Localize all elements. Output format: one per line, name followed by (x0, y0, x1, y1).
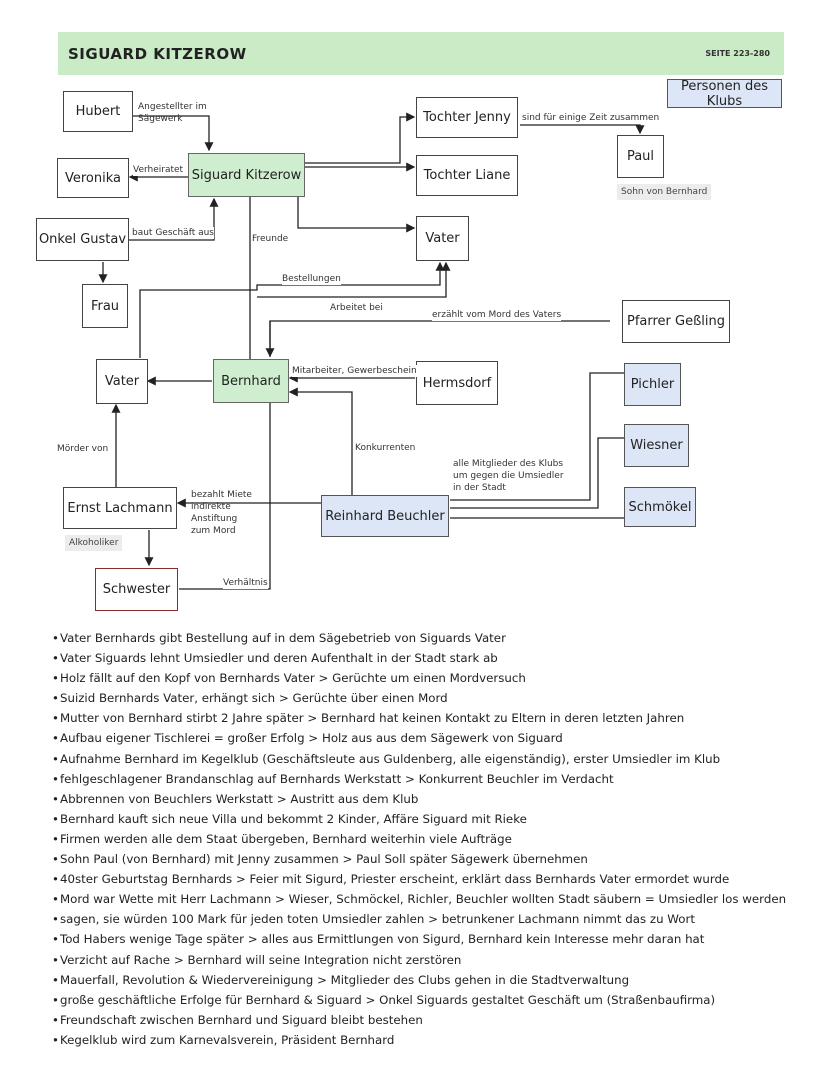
label-verheiratet: Verheiratet (133, 164, 184, 176)
line-sigurd-vater (297, 197, 416, 233)
note-item: 40ster Geburtstag Bernhards > Feier mit … (52, 869, 812, 889)
note-item: sagen, sie würden 100 Mark für jeden tot… (52, 909, 812, 929)
person-veronika: Veronika (57, 158, 129, 198)
note-item: Holz fällt auf den Kopf von Bernhards Va… (52, 668, 812, 688)
tag-alkoholiker: Alkoholiker (65, 535, 123, 551)
person-onkel-gustav: Onkel Gustav (36, 218, 129, 261)
note-item: Suizid Bernhards Vater, erhängt sich > G… (52, 688, 812, 708)
legend-personen-des-klubs: Personen des Klubs (667, 79, 782, 109)
note-item: große geschäftliche Erfolge für Bernhard… (52, 990, 812, 1010)
note-item: Mauerfall, Revolution & Wiedervereinigun… (52, 970, 812, 990)
note-item: Vater Siguards lehnt Umsiedler und deren… (52, 648, 812, 668)
label-freunde: Freunde (252, 233, 289, 245)
label-arbeitet-bei: Arbeitet bei (330, 302, 383, 314)
note-item: Mutter von Bernhard stirbt 2 Jahre späte… (52, 708, 812, 728)
note-item: fehlgeschlagener Brandanschlag auf Bernh… (52, 769, 812, 789)
label-bestellungen: Bestellungen (282, 273, 341, 285)
label-alle-mitglieder: alle Mitglieder des Klubs um gegen die U… (453, 459, 564, 493)
person-frau: Frau (82, 284, 128, 328)
label-erzaehlt: erzählt vom Mord des Vaters (432, 309, 562, 321)
note-item: Abbrennen von Beuchlers Werkstatt > Aust… (52, 789, 812, 809)
note-item: Tod Habers wenige Tage später > alles au… (52, 929, 812, 949)
note-item: Sohn Paul (von Bernhard) mit Jenny zusam… (52, 849, 812, 869)
line-bestellungen (139, 261, 445, 358)
line-pichler (450, 372, 624, 501)
header-banner: SIGUARD KITZEROW SEITE 223-280 (58, 32, 784, 75)
note-item: Firmen werden alle dem Staat übergeben, … (52, 829, 812, 849)
label-konkurrenten: Konkurrenten (355, 442, 416, 454)
line-jenny-paul (520, 124, 645, 135)
person-hubert: Hubert (63, 91, 133, 132)
person-bernhard: Bernhard (213, 359, 289, 403)
person-tochter-liane: Tochter Liane (416, 155, 518, 196)
person-schwester: Schwester (95, 568, 178, 611)
person-hermsdorf: Hermsdorf (416, 361, 498, 405)
label-bezahlt-miete: bezahlt Miete indirekte Anstiftung zum M… (191, 490, 252, 536)
person-paul: Paul (617, 135, 664, 178)
label-baut-geschaeft: baut Geschäft aus (132, 227, 214, 239)
line-konkurrenten (288, 387, 353, 495)
person-reinhard-beuchler: Reinhard Beuchler (321, 495, 449, 537)
label-moerder-von: Mörder von (57, 443, 109, 455)
person-ernst-lachmann: Ernst Lachmann (63, 487, 177, 529)
note-item: Vater Bernhards gibt Bestellung auf in d… (52, 628, 812, 648)
person-vater-bernhard: Vater (96, 359, 148, 404)
label-mitarbeiter: Mitarbeiter, Gewerbeschein (292, 365, 417, 377)
note-item: Freundschaft zwischen Bernhard und Sigua… (52, 1010, 812, 1030)
page-reference: SEITE 223-280 (705, 49, 770, 58)
note-item: Aufbau eigener Tischlerei = großer Erfol… (52, 728, 812, 748)
label-zusammen: sind für einige Zeit zusammen (522, 112, 660, 124)
note-item: Kegelklub wird zum Karnevalsverein, Präs… (52, 1030, 812, 1050)
person-sigurd: Siguard Kitzerow (188, 153, 305, 197)
line-verhaeltnis (179, 403, 271, 590)
line-hubert-sigurd (133, 115, 214, 152)
person-vater-sigurd: Vater (416, 216, 469, 261)
person-pichler: Pichler (624, 363, 681, 406)
notes-list: Vater Bernhards gibt Bestellung auf in d… (52, 628, 812, 1050)
page-title: SIGUARD KITZEROW (68, 45, 247, 63)
line-sigurd-jenny (305, 112, 416, 164)
note-item: Aufnahme Bernhard im Kegelklub (Geschäft… (52, 749, 812, 769)
note-item: Mord war Wette mit Herr Lachmann > Wiese… (52, 889, 812, 909)
label-angestellter: Angestellter im Sägewerk (138, 102, 207, 124)
person-pfarrer-gessling: Pfarrer Geßling (622, 300, 730, 343)
line-arbeitet (269, 320, 610, 357)
note-item: Verzicht auf Rache > Bernhard will seine… (52, 950, 812, 970)
tag-sohn-von-bernhard: Sohn von Bernhard (617, 184, 712, 200)
line-wiesner (450, 437, 624, 509)
person-wiesner: Wiesner (624, 424, 689, 467)
note-item: Bernhard kauft sich neue Villa und bekom… (52, 809, 812, 829)
person-schmoekel: Schmökel (624, 487, 696, 527)
label-verhaeltnis: Verhältnis (223, 577, 268, 589)
line-bestellungen-2 (257, 261, 451, 298)
person-tochter-jenny: Tochter Jenny (416, 97, 518, 138)
line-gustav-sigurd (129, 197, 219, 241)
